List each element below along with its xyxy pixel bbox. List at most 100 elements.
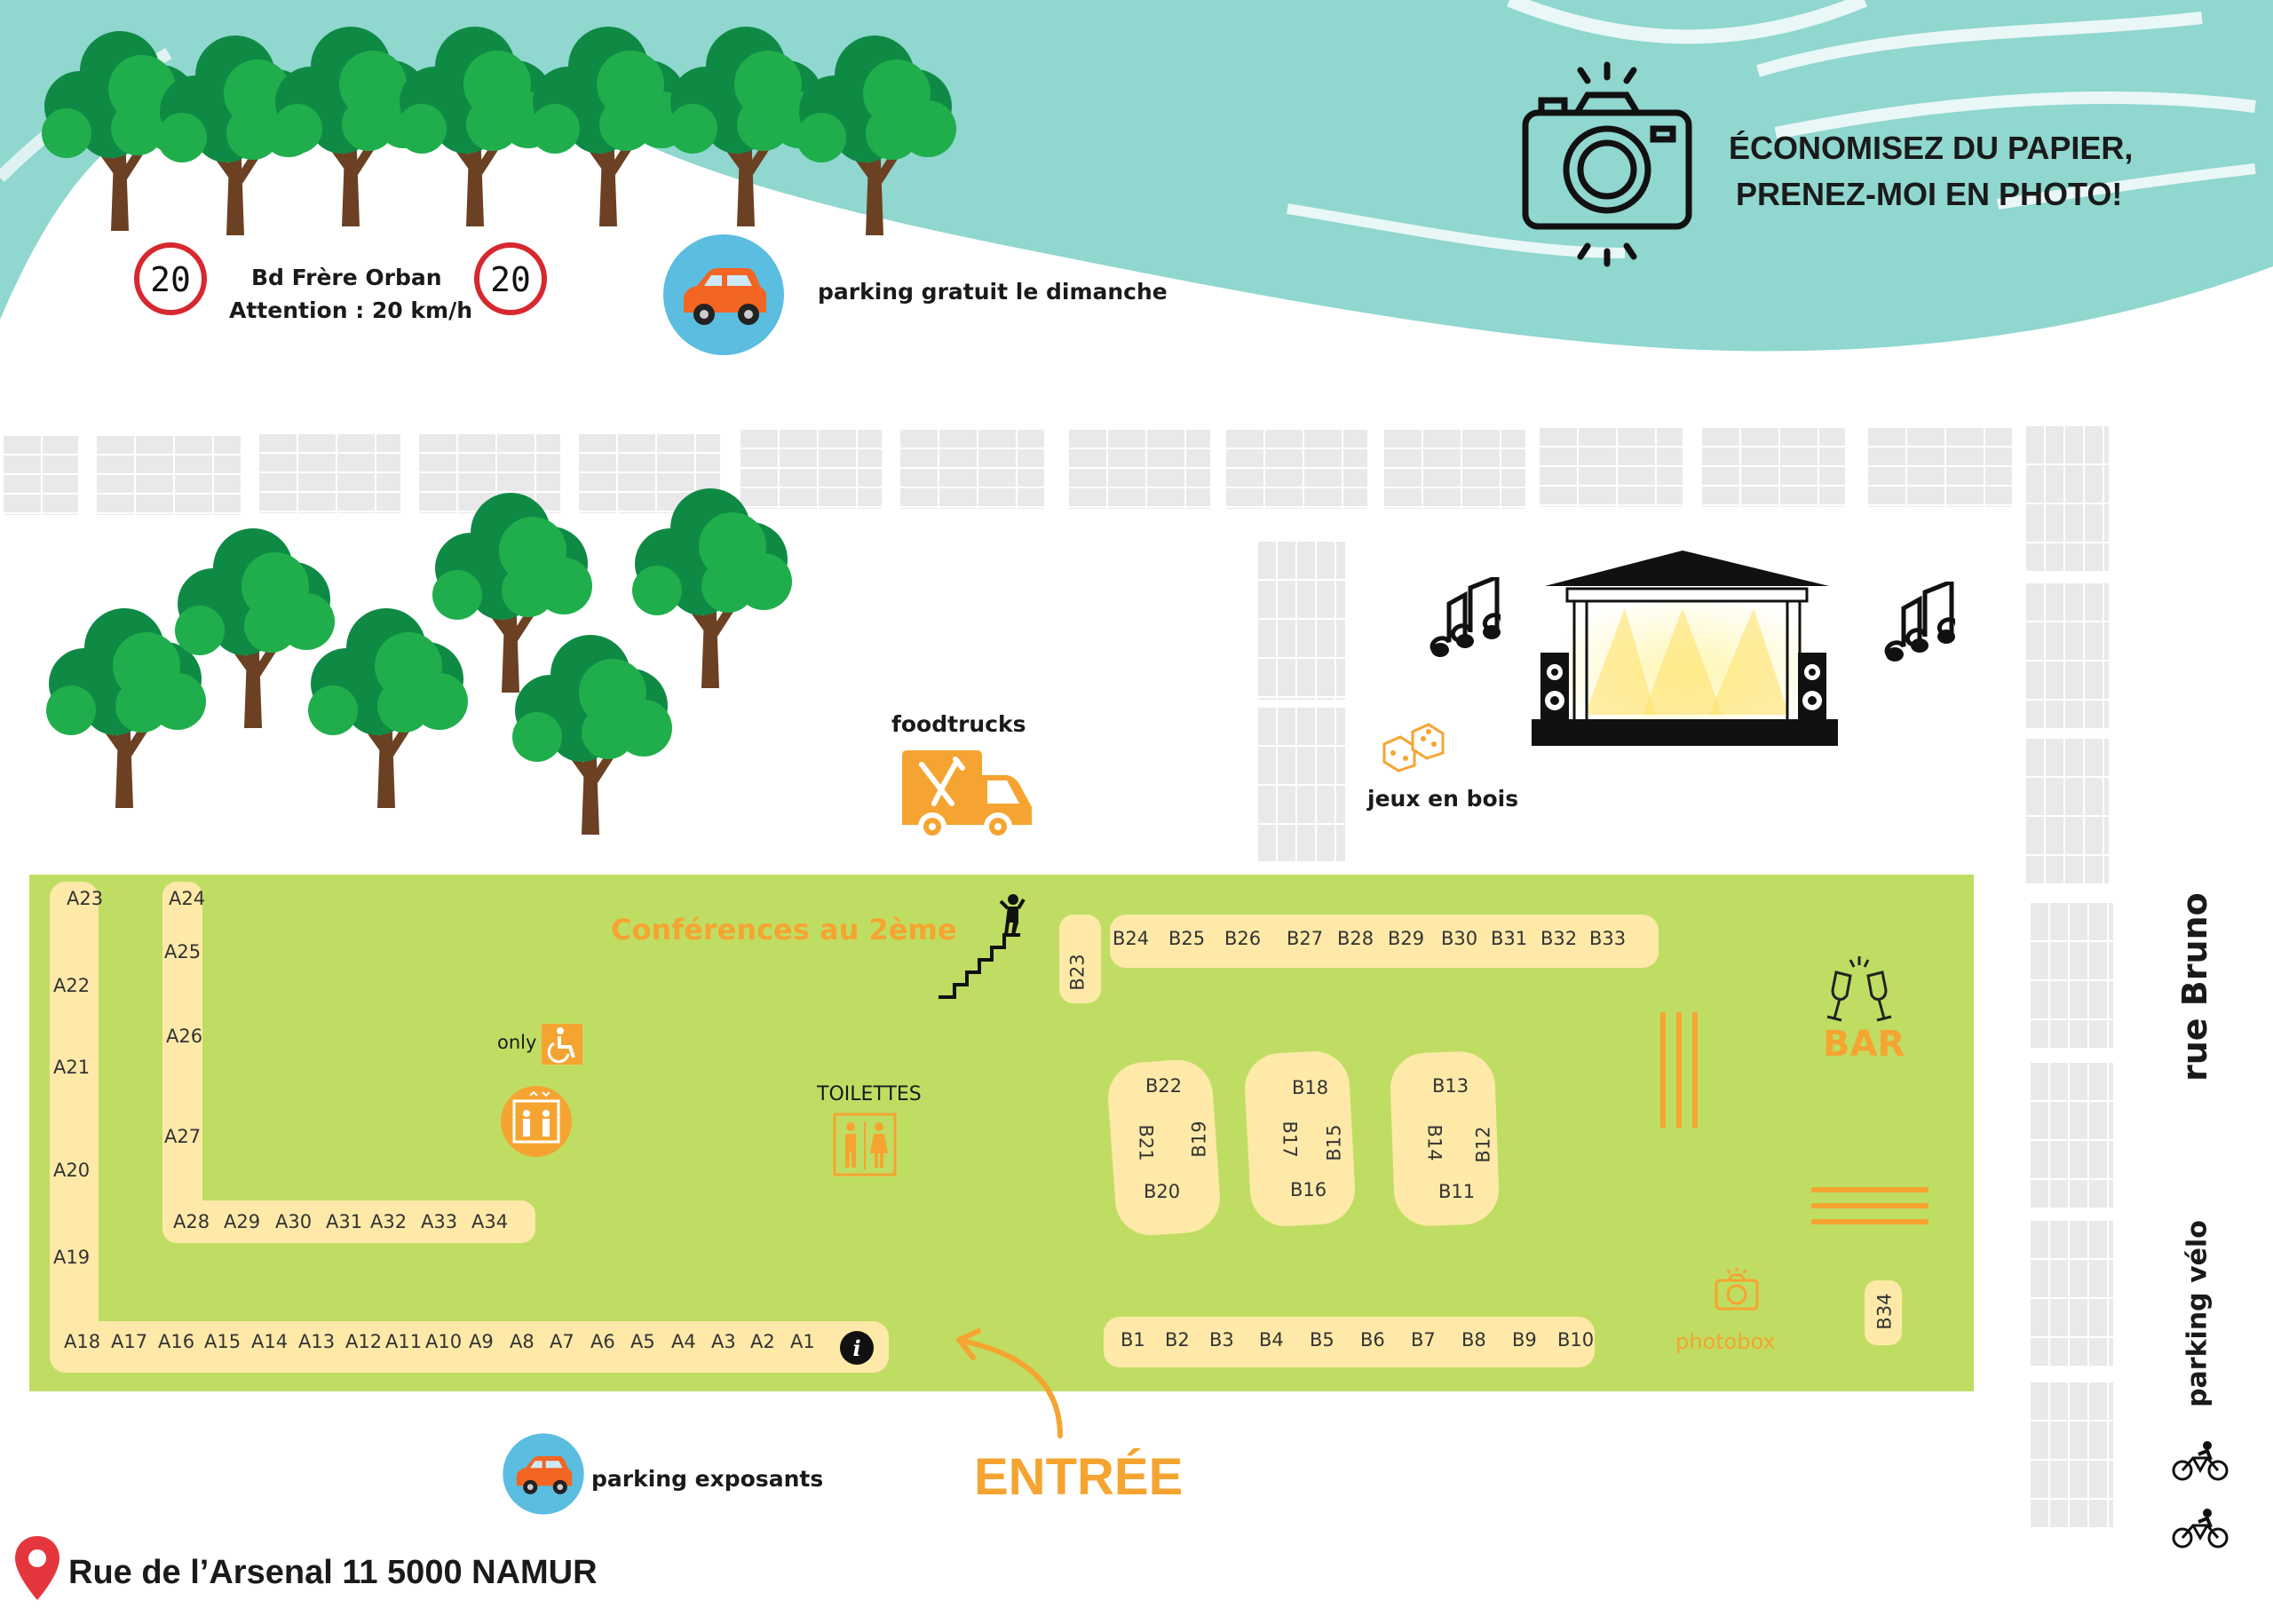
stand-label: A22 (53, 975, 91, 996)
parking-velo-label: parking vélo (2182, 1220, 2214, 1407)
stand-label: A31 (326, 1211, 363, 1232)
stand-label: A25 (164, 941, 202, 963)
stand-label: B33 (1589, 928, 1627, 949)
bar-counter-horizontal (1811, 1187, 1928, 1224)
stand-label: A12 (345, 1331, 383, 1352)
stand-label: A15 (204, 1331, 242, 1352)
stand-label: A2 (750, 1331, 775, 1352)
stand-label: B4 (1259, 1329, 1284, 1351)
island-2 (1245, 1051, 1356, 1226)
stand-label: A13 (298, 1331, 336, 1352)
stand-label: A20 (53, 1160, 91, 1181)
building-middle (1256, 540, 1345, 700)
stand-b34 (1865, 1280, 1902, 1345)
stand-label: B13 (1432, 1075, 1469, 1097)
stand-label: B30 (1441, 928, 1478, 949)
street-name: Bd Frère Orban (251, 265, 442, 290)
tree-icon (308, 608, 468, 808)
building-top (1223, 426, 1369, 511)
bicycle-icon (2172, 1509, 2229, 1549)
stand-label: B23 (1066, 954, 1089, 991)
stand-label: B22 (1145, 1075, 1183, 1097)
entrance-label: ENTRÉE (974, 1448, 1184, 1506)
tree-icon (512, 635, 672, 835)
stand-strip-a-bottom (50, 1321, 889, 1373)
building-right (2024, 582, 2109, 728)
stand-label: B20 (1144, 1181, 1181, 1202)
stand-strip-b-bottom (1104, 1317, 1595, 1367)
stand-label: A18 (64, 1331, 101, 1352)
building-right (2029, 901, 2113, 1048)
water-stroke (1774, 91, 2256, 139)
stand-label: B6 (1360, 1329, 1385, 1351)
building-top (1699, 424, 1847, 509)
bar-label: BAR (1823, 1024, 1905, 1065)
stand-label: B17 (1279, 1121, 1301, 1158)
stand-label: A11 (385, 1331, 423, 1352)
stand-b23 (1059, 915, 1101, 1003)
parking-sunday-label: parking gratuit le dimanche (818, 279, 1168, 305)
stand-label: A17 (111, 1331, 148, 1352)
photobox-icon (1715, 1268, 1759, 1311)
only-label: only (497, 1032, 537, 1053)
stage-icon (1532, 551, 1838, 746)
foodtrucks-label: foodtrucks (891, 711, 1026, 737)
tree-icon (530, 27, 690, 226)
address-label: Rue de l’Arsenal 11 5000 NAMUR (68, 1554, 598, 1591)
svg-text:20: 20 (150, 260, 191, 299)
stand-label: B12 (1472, 1126, 1494, 1163)
stand-label: B18 (1292, 1077, 1329, 1098)
stand-label: A23 (67, 888, 104, 909)
toilet-icon (833, 1113, 897, 1176)
stand-label: A4 (671, 1331, 696, 1352)
building-top (93, 432, 242, 517)
tree-icon (796, 36, 956, 235)
car-icon (663, 234, 784, 355)
stand-label: B14 (1423, 1124, 1445, 1161)
building-top (1536, 424, 1684, 509)
champagne-icon (1826, 956, 1892, 1022)
building-right (2024, 737, 2109, 883)
stand-label: A16 (158, 1331, 195, 1352)
bicycle-icon (2172, 1441, 2229, 1481)
stand-label: A7 (550, 1331, 574, 1352)
building-top (1865, 424, 2014, 509)
stand-label: B26 (1224, 928, 1262, 949)
stand-label: A10 (425, 1331, 463, 1352)
building-right (2029, 1061, 2113, 1208)
photobox-label: photobox (1675, 1329, 1776, 1354)
stand-label: B19 (1188, 1121, 1210, 1158)
stand-label: B10 (1557, 1329, 1595, 1351)
building-middle (1256, 706, 1345, 861)
stand-label: A1 (790, 1331, 815, 1352)
stand-strip-a-inner-row (162, 1200, 535, 1243)
stand-label: A32 (370, 1211, 408, 1232)
stand-label: B11 (1438, 1181, 1476, 1202)
stand-label: B21 (1135, 1124, 1157, 1161)
stand-label: A19 (53, 1247, 91, 1268)
building-top (0, 432, 80, 517)
stand-label: B7 (1411, 1329, 1436, 1351)
stand-label: B32 (1540, 928, 1578, 949)
speed-limit-icon: 20 (134, 242, 207, 315)
dice-icon (1382, 723, 1445, 772)
stand-label: A21 (53, 1057, 91, 1078)
stand-label: B9 (1512, 1329, 1537, 1351)
stand-label: A24 (169, 888, 206, 909)
stand-label: B16 (1290, 1179, 1327, 1200)
stand-label: B34 (1873, 1293, 1896, 1330)
stand-label: B27 (1287, 928, 1324, 949)
stand-label: A5 (630, 1331, 655, 1352)
music-note-icon (1430, 577, 1501, 657)
photo-message-line1: ÉCONOMISEZ DU PAPIER, (1729, 130, 2134, 166)
music-note-icon (1884, 582, 1955, 661)
car-icon (503, 1433, 584, 1515)
svg-text:i: i (852, 1335, 860, 1361)
stand-label: B31 (1491, 928, 1528, 949)
building-top (1381, 426, 1527, 511)
stand-label: A26 (166, 1026, 203, 1047)
stand-label: B28 (1337, 928, 1374, 949)
stand-label: A33 (421, 1211, 458, 1232)
speed-limit-icon: 20 (474, 242, 547, 315)
stand-label: B2 (1165, 1329, 1190, 1351)
